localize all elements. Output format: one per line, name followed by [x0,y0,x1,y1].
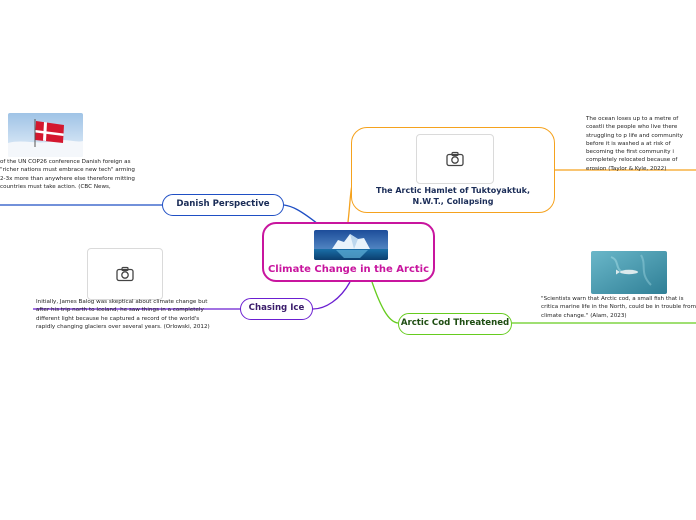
arctic-hamlet-node[interactable]: The Arctic Hamlet of Tuktoyaktuk, N.W.T.… [351,127,555,213]
danish-note: of the UN COP26 conference Danish foreig… [0,159,135,190]
arctic-cod-photo [591,251,667,294]
hamlet-image-placeholder [416,134,494,184]
arctic-cod-note: "Scientists warn that Arctic cod, a smal… [541,296,696,319]
arctic-hamlet-note: The ocean loses up to a metre of coastli… [586,116,683,172]
iceberg-photo [314,230,388,260]
chasing-ice-node[interactable]: Chasing Ice [240,298,313,320]
chasing-ice-note: Initially, James Balog was skeptical abo… [36,299,210,330]
arctic-cod-node[interactable]: Arctic Cod Threatened [398,313,512,335]
central-topic-node[interactable]: Climate Change in the Arctic [262,222,435,282]
danish-perspective-node[interactable]: Danish Perspective [162,194,284,216]
connector-cod [371,281,399,324]
arctic-hamlet-title: The Arctic Hamlet of Tuktoyaktuk, N.W.T.… [375,186,531,206]
connector-chasing [312,281,351,310]
camera-icon [116,266,134,282]
central-topic-title: Climate Change in the Arctic [267,264,430,275]
connector-danish [283,204,319,225]
danish-flag-photo [8,113,83,157]
camera-icon [446,151,464,167]
chasing-ice-image-placeholder [87,248,163,300]
